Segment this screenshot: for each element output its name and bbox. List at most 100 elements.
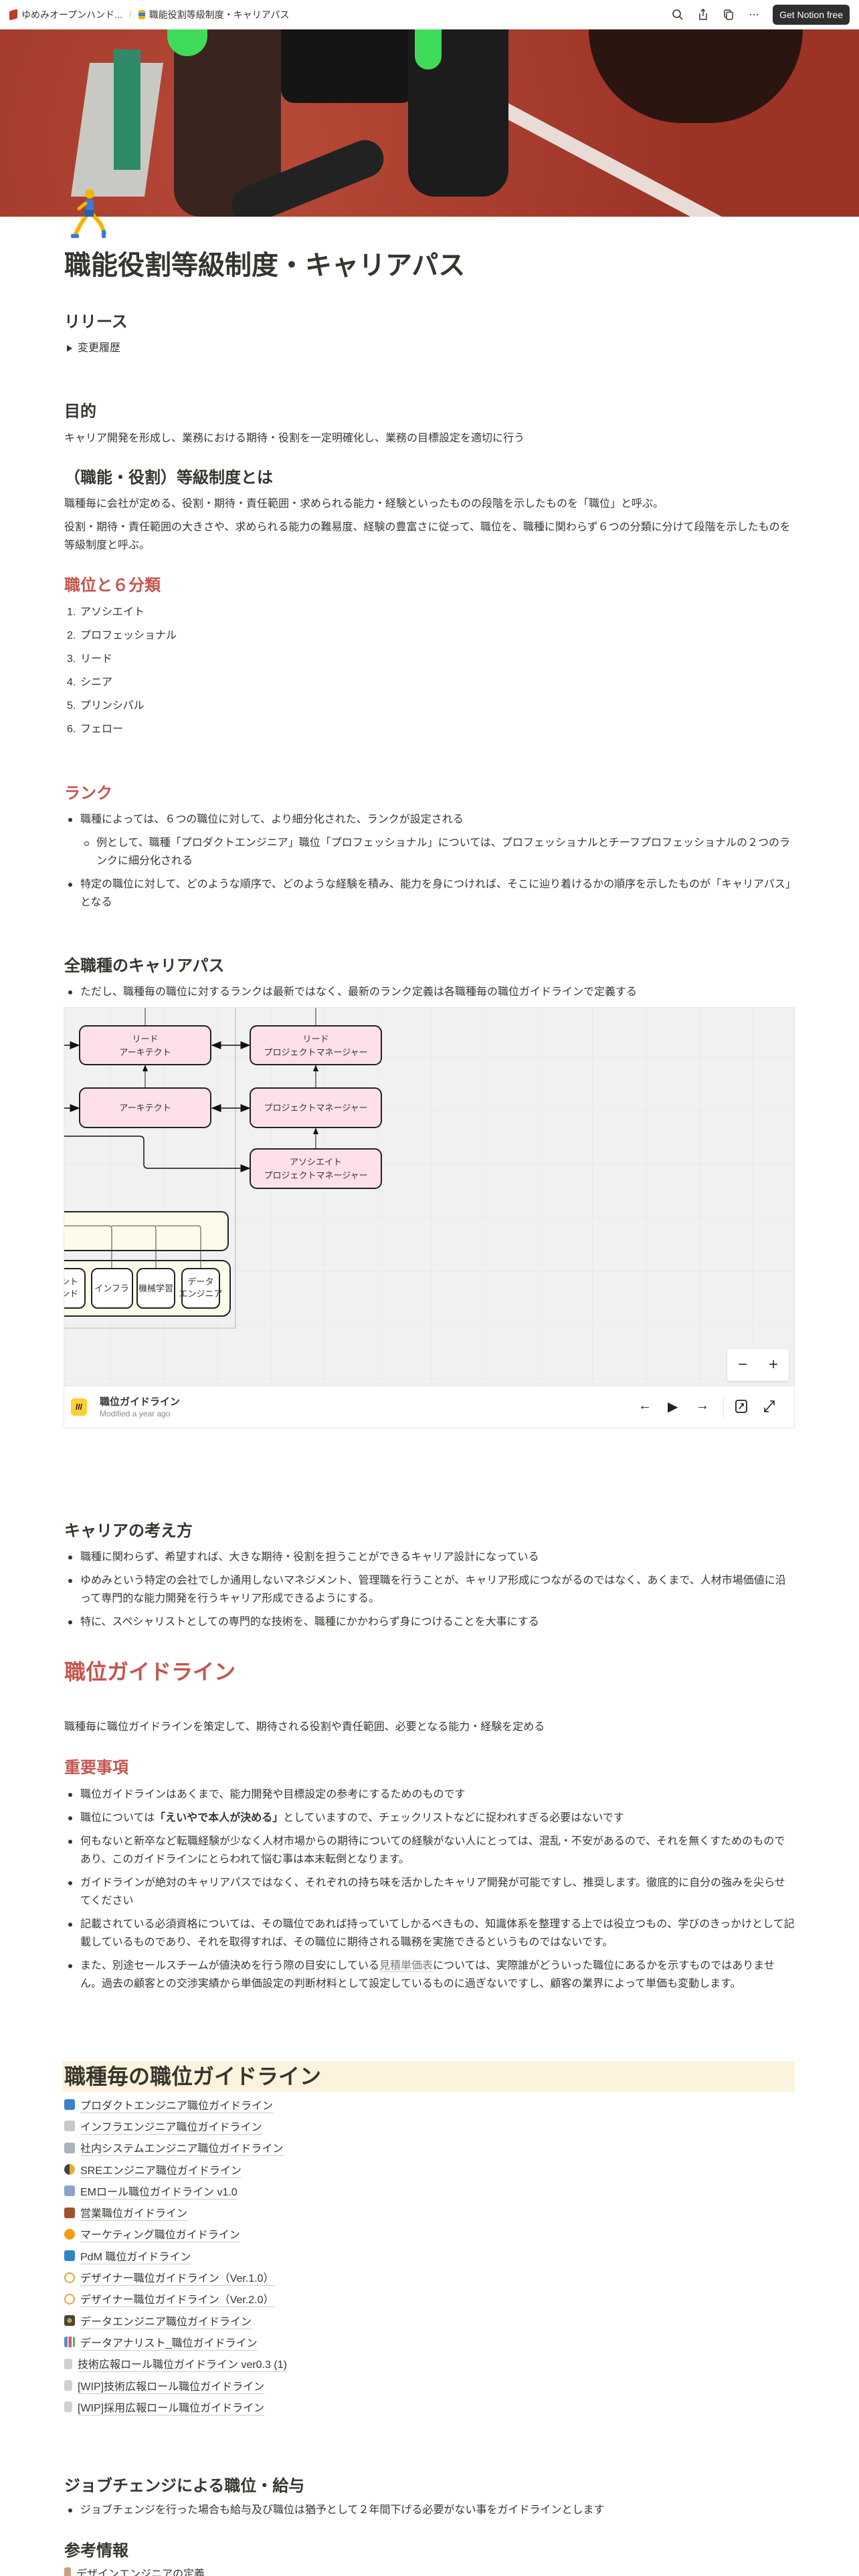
- page-link-marketing[interactable]: マーケティング職位ガイドライン: [64, 2224, 795, 2245]
- bar-chart-icon: [64, 2337, 75, 2348]
- svg-text:アーキテクト: アーキテクト: [119, 1103, 171, 1113]
- bullet-text: 何もないと新卒など転職経験が少なく人材市場からの期待についての経験がない人にとっ…: [80, 1836, 785, 1865]
- page-link-tech-pr-v03[interactable]: 技術広報ロール職位ガイドライン ver0.3 (1): [64, 2353, 795, 2375]
- box-infra[interactable]: インフラ: [91, 1268, 133, 1309]
- box-data-engineer[interactable]: データ エンジニア: [179, 1268, 223, 1309]
- page-link-internal-system-engineer[interactable]: 社内システムエンジニア職位ガイドライン: [64, 2137, 795, 2159]
- bullet-text: ジョブチェンジを行った場合も給与及び職位は猶予として２年間下げる必要がない事をガ…: [80, 2504, 605, 2516]
- heading-job-change: ジョブチェンジによる職位・給与: [64, 2477, 305, 2495]
- box-project-manager[interactable]: プロジェクトマネージャー: [250, 1087, 382, 1128]
- cover-image: [0, 29, 859, 217]
- page-link-data-engineer[interactable]: データエンジニア職位ガイドライン: [64, 2310, 795, 2331]
- board-title[interactable]: 職位ガイドライン: [100, 1396, 181, 1408]
- career-path-diagram: リード アーキテクト リード プロジェクトマネージャー アーキテクト プロジェク…: [64, 1008, 794, 1386]
- bullet-item: 何もないと新卒など転職経験が少なく人材市場からの期待についての経験がない人にとっ…: [64, 1832, 795, 1868]
- list-item-label: シニア: [80, 677, 113, 688]
- more-icon[interactable]: ⋯: [749, 9, 760, 21]
- heading-career-mindset: キャリアの考え方: [64, 1522, 193, 1540]
- bullet-text: 職位については: [80, 1812, 155, 1824]
- page-link-label[interactable]: 営業職位ガイドライン: [80, 2204, 188, 2222]
- role-guideline-list: プロダクトエンジニア職位ガイドライン インフラエンジニア職位ガイドライン 社内シ…: [64, 2094, 795, 2418]
- heading-positions: 職位と６分類: [64, 576, 161, 595]
- get-notion-free-button[interactable]: Get Notion free: [773, 5, 850, 25]
- page-icon: [64, 2380, 72, 2391]
- bullet-text: ただし、職種毎の職位に対するランクは最新ではなく、最新のランク定義は各職種毎の職…: [80, 986, 638, 998]
- page-link-label[interactable]: デザインエンジニアの定義: [76, 2565, 205, 2576]
- career-path-list: ただし、職種毎の職位に対するランクは最新ではなく、最新のランク定義は各職種毎の職…: [64, 983, 795, 1006]
- svg-text:データ: データ: [187, 1277, 213, 1287]
- page-icon: [64, 2358, 72, 2369]
- flexed-arm-icon: [64, 2121, 75, 2132]
- page-link-em-role[interactable]: EMロール職位ガイドライン v1.0: [64, 2180, 795, 2202]
- page-link-label[interactable]: マーケティング職位ガイドライン: [80, 2226, 240, 2243]
- page-link-label[interactable]: 技術広報ロール職位ガイドライン ver0.3 (1): [78, 2355, 287, 2373]
- sub-bullet-item: 例として、職種「プロダクトエンジニア」職位「プロフェッショナル」については、プロ…: [80, 834, 795, 870]
- page-link-wip-recruit-pr[interactable]: [WIP]採用広報ロール職位ガイドライン: [64, 2396, 795, 2418]
- page-link-label[interactable]: EMロール職位ガイドライン v1.0: [80, 2183, 237, 2199]
- page-link-label[interactable]: PdM 職位ガイドライン: [80, 2248, 191, 2264]
- share-icon[interactable]: [696, 8, 710, 21]
- page-link-wip-tech-pr[interactable]: [WIP]技術広報ロール職位ガイドライン: [64, 2375, 795, 2396]
- fullscreen-icon[interactable]: [763, 1400, 775, 1417]
- grade-paragraph-2: 役割・期待・責任範囲の大きさや、求められる能力の難易度、経験の豊富さに従って、職…: [64, 522, 791, 551]
- box-associate-project-manager[interactable]: アソシエイト プロジェクトマネージャー: [250, 1148, 382, 1189]
- bullet-item: ただし、職種毎の職位に対するランクは最新ではなく、最新のランク定義は各職種毎の職…: [64, 983, 795, 1001]
- miro-board-canvas[interactable]: リード アーキテクト リード プロジェクトマネージャー アーキテクト プロジェク…: [64, 1007, 795, 1386]
- toggle-change-history[interactable]: 変更履歴: [64, 339, 795, 357]
- svg-text:エンジニア: エンジニア: [179, 1289, 222, 1299]
- page-link-sales[interactable]: 営業職位ガイドライン: [64, 2202, 795, 2223]
- estimate-price-table-link[interactable]: 見積単価表: [379, 1960, 434, 1972]
- page-link-design-engineer-definition[interactable]: デザインエンジニアの定義: [64, 2562, 795, 2576]
- page-link-label[interactable]: SREエンジニア職位ガイドライン: [80, 2161, 242, 2178]
- page-link-label[interactable]: [WIP]採用広報ロール職位ガイドライン: [78, 2399, 265, 2416]
- runner-emoji-icon[interactable]: [70, 189, 110, 239]
- zoom-out-button[interactable]: −: [737, 1356, 747, 1374]
- page-link-product-engineer[interactable]: プロダクトエンジニア職位ガイドライン: [64, 2094, 795, 2115]
- bullet-item: また、別途セールスチームが値決めを行う際の目安にしている見積単価表については、実…: [64, 1957, 795, 1993]
- page-link-label[interactable]: 社内システムエンジニア職位ガイドライン: [80, 2139, 284, 2157]
- toggle-label: 変更履歴: [78, 342, 121, 354]
- search-icon[interactable]: [671, 8, 684, 21]
- duplicate-icon[interactable]: [722, 8, 735, 21]
- open-external-icon[interactable]: [735, 1400, 747, 1417]
- box-architect[interactable]: アーキテクト: [79, 1087, 211, 1128]
- heading-career-path: 全職種のキャリアパス: [64, 957, 225, 975]
- play-icon[interactable]: ▶: [668, 1400, 678, 1414]
- person-icon: [64, 2567, 71, 2576]
- breadcrumb-workspace[interactable]: ゆめみオープンハンド...: [9, 8, 122, 21]
- box-lead-architect[interactable]: リード アーキテクト: [79, 1025, 211, 1065]
- half-moon-icon: [64, 2164, 75, 2175]
- box-lead-project-manager[interactable]: リード プロジェクトマネージャー: [250, 1025, 382, 1065]
- shoe-icon: [64, 2250, 75, 2262]
- zoom-in-button[interactable]: +: [768, 1356, 778, 1374]
- list-item-label: フェロー: [80, 724, 124, 735]
- bullet-item: 職位ガイドラインはあくまで、能力開発や目標設定の参考にするためのものです: [64, 1786, 795, 1804]
- arrow-right-icon[interactable]: →: [696, 1398, 709, 1413]
- page-link-label[interactable]: プロダクトエンジニア職位ガイドライン: [80, 2097, 274, 2113]
- page-link-designer-v2[interactable]: デザイナー職位ガイドライン（Ver.2.0）: [64, 2288, 795, 2310]
- page-link-label[interactable]: インフラエンジニア職位ガイドライン: [80, 2118, 262, 2135]
- job-change-list: ジョブチェンジを行った場合も給与及び職位は猶予として２年間下げる必要がない事をガ…: [64, 2501, 795, 2525]
- page-link-label[interactable]: データエンジニア職位ガイドライン: [80, 2313, 252, 2329]
- technologist-icon: [64, 2185, 75, 2197]
- positions-list: 1.アソシエイト 2.プロフェッショナル 3.リード 4.シニア 5.プリンシパ…: [64, 603, 795, 744]
- box-frontend-partial[interactable]: ント ンド: [64, 1268, 86, 1309]
- bullet-item: 職種によっては、６つの職位に対して、より細分化された、ランクが設定される: [64, 811, 795, 829]
- page-link-data-analyst[interactable]: データアナリスト_職位ガイドライン: [64, 2331, 795, 2353]
- page-link-label[interactable]: デザイナー職位ガイドライン（Ver.1.0）: [80, 2269, 274, 2286]
- bullet-item: ガイドラインが絶対のキャリアパスではなく、それぞれの持ち味を活かしたキャリア開発…: [64, 1874, 795, 1910]
- page-link-sre-engineer[interactable]: SREエンジニア職位ガイドライン: [64, 2159, 795, 2180]
- page-link-label[interactable]: [WIP]技術広報ロール職位ガイドライン: [78, 2377, 265, 2394]
- bullet-text: 職位ガイドラインはあくまで、能力開発や目標設定の参考にするためのものです: [80, 1789, 466, 1800]
- toggle-triangle-icon[interactable]: [67, 344, 72, 352]
- page-link-label[interactable]: デザイナー職位ガイドライン（Ver.2.0）: [80, 2290, 274, 2308]
- list-item: 4.シニア: [64, 673, 795, 697]
- box-machine-learning[interactable]: 機械学習: [136, 1268, 175, 1309]
- page-link-infra-engineer[interactable]: インフラエンジニア職位ガイドライン: [64, 2115, 795, 2137]
- highlighted-heading-block: 職種毎の職位ガイドライン: [62, 2061, 795, 2092]
- arrow-left-icon[interactable]: ←: [638, 1398, 652, 1413]
- page-link-label[interactable]: データアナリスト_職位ガイドライン: [80, 2334, 258, 2351]
- page-link-pdm[interactable]: PdM 職位ガイドライン: [64, 2245, 795, 2266]
- page-link-designer-v1[interactable]: デザイナー職位ガイドライン（Ver.1.0）: [64, 2266, 795, 2288]
- breadcrumb-page[interactable]: 職能役割等級制度・キャリアパス: [138, 8, 289, 21]
